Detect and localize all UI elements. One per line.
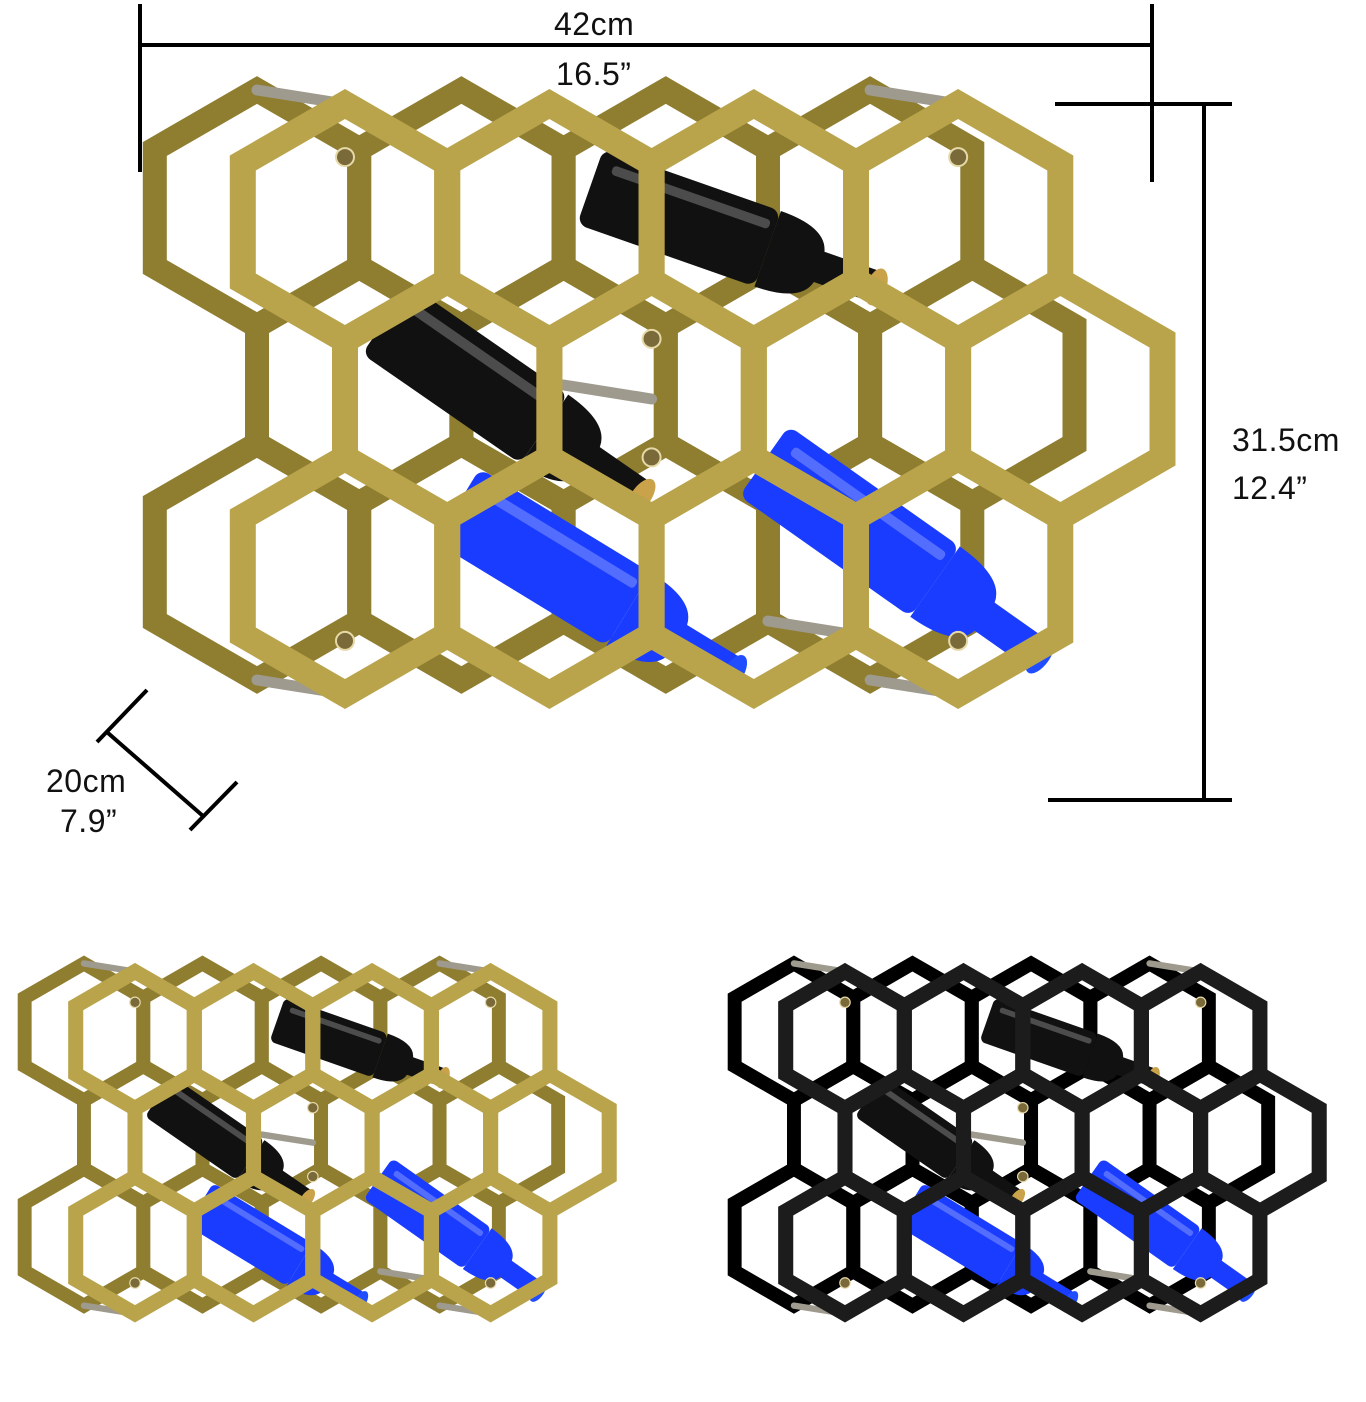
rack-front-panel: [229, 88, 1176, 710]
rack-screw: [839, 1277, 851, 1289]
rack-front-panel: [778, 962, 1327, 1323]
rack-rod: [968, 1131, 1027, 1146]
rack-back-cell: [1142, 1058, 1276, 1212]
depth-line: [106, 731, 205, 818]
rack-screw: [307, 1170, 319, 1183]
rack-screw: [307, 1101, 319, 1114]
wine-rack-main: [142, 76, 1176, 710]
rack-screw: [335, 630, 355, 651]
bottle-body: [899, 1185, 1021, 1284]
bottle-body: [189, 1185, 311, 1284]
rack-screw: [1017, 1101, 1029, 1114]
rack-screw: [1194, 996, 1207, 1009]
bottle-highlight: [883, 1088, 967, 1148]
wine-rack-black-small: [727, 955, 1327, 1323]
rack-screw: [129, 996, 141, 1009]
bottle-body: [579, 151, 779, 284]
rack-rod: [258, 1131, 317, 1146]
wine-rack-gold-small: [17, 955, 617, 1323]
rack-cell: [945, 265, 1176, 533]
rack-back-cell: [432, 1058, 566, 1212]
width-cm-label: 42cm: [554, 6, 635, 42]
depth-tick-bottom: [188, 780, 239, 832]
rack-screw: [1194, 1277, 1207, 1289]
bottle-body: [438, 472, 648, 643]
bottle-body: [981, 999, 1097, 1076]
width-in-label: 16.5”: [556, 56, 632, 92]
bottle-highlight: [925, 1195, 1015, 1253]
bottle-neck: [462, 1228, 544, 1300]
rack-screw: [1017, 1170, 1029, 1183]
rack-screw: [839, 996, 851, 1009]
bottle-neck: [910, 546, 1050, 670]
rack-screw: [129, 1277, 141, 1289]
bottle-body: [365, 288, 565, 460]
height-in-label: 12.4”: [1232, 470, 1308, 506]
height-cm-label: 31.5cm: [1232, 422, 1340, 458]
bottle-highlight: [173, 1088, 257, 1148]
rack-screw: [641, 447, 662, 468]
rack-cell: [483, 1065, 617, 1220]
rack-screw: [948, 630, 969, 651]
depth-in-label: 7.9”: [60, 803, 118, 839]
bottle-highlight: [215, 1195, 305, 1253]
rack-back-cell: [858, 253, 1087, 517]
rack-screw: [484, 996, 497, 1009]
rack-screw: [641, 328, 662, 349]
dimension-lines: [95, 4, 1232, 832]
bottle-highlight: [482, 489, 638, 588]
bottle-body: [271, 999, 387, 1076]
bottle-neck: [1172, 1228, 1254, 1300]
bottle-highlight: [411, 305, 555, 409]
rack-screw: [484, 1277, 497, 1289]
rack-cell: [1193, 1065, 1327, 1220]
bottle-body: [857, 1078, 973, 1178]
depth-tick-top: [95, 688, 149, 744]
rack-screw: [335, 147, 355, 168]
rack-rod: [558, 379, 658, 405]
rack-back-panel: [142, 76, 1087, 694]
rack-front-panel: [68, 962, 617, 1323]
bottle-body: [147, 1078, 263, 1178]
rack-screw: [948, 147, 969, 168]
depth-cm-label: 20cm: [46, 763, 127, 799]
